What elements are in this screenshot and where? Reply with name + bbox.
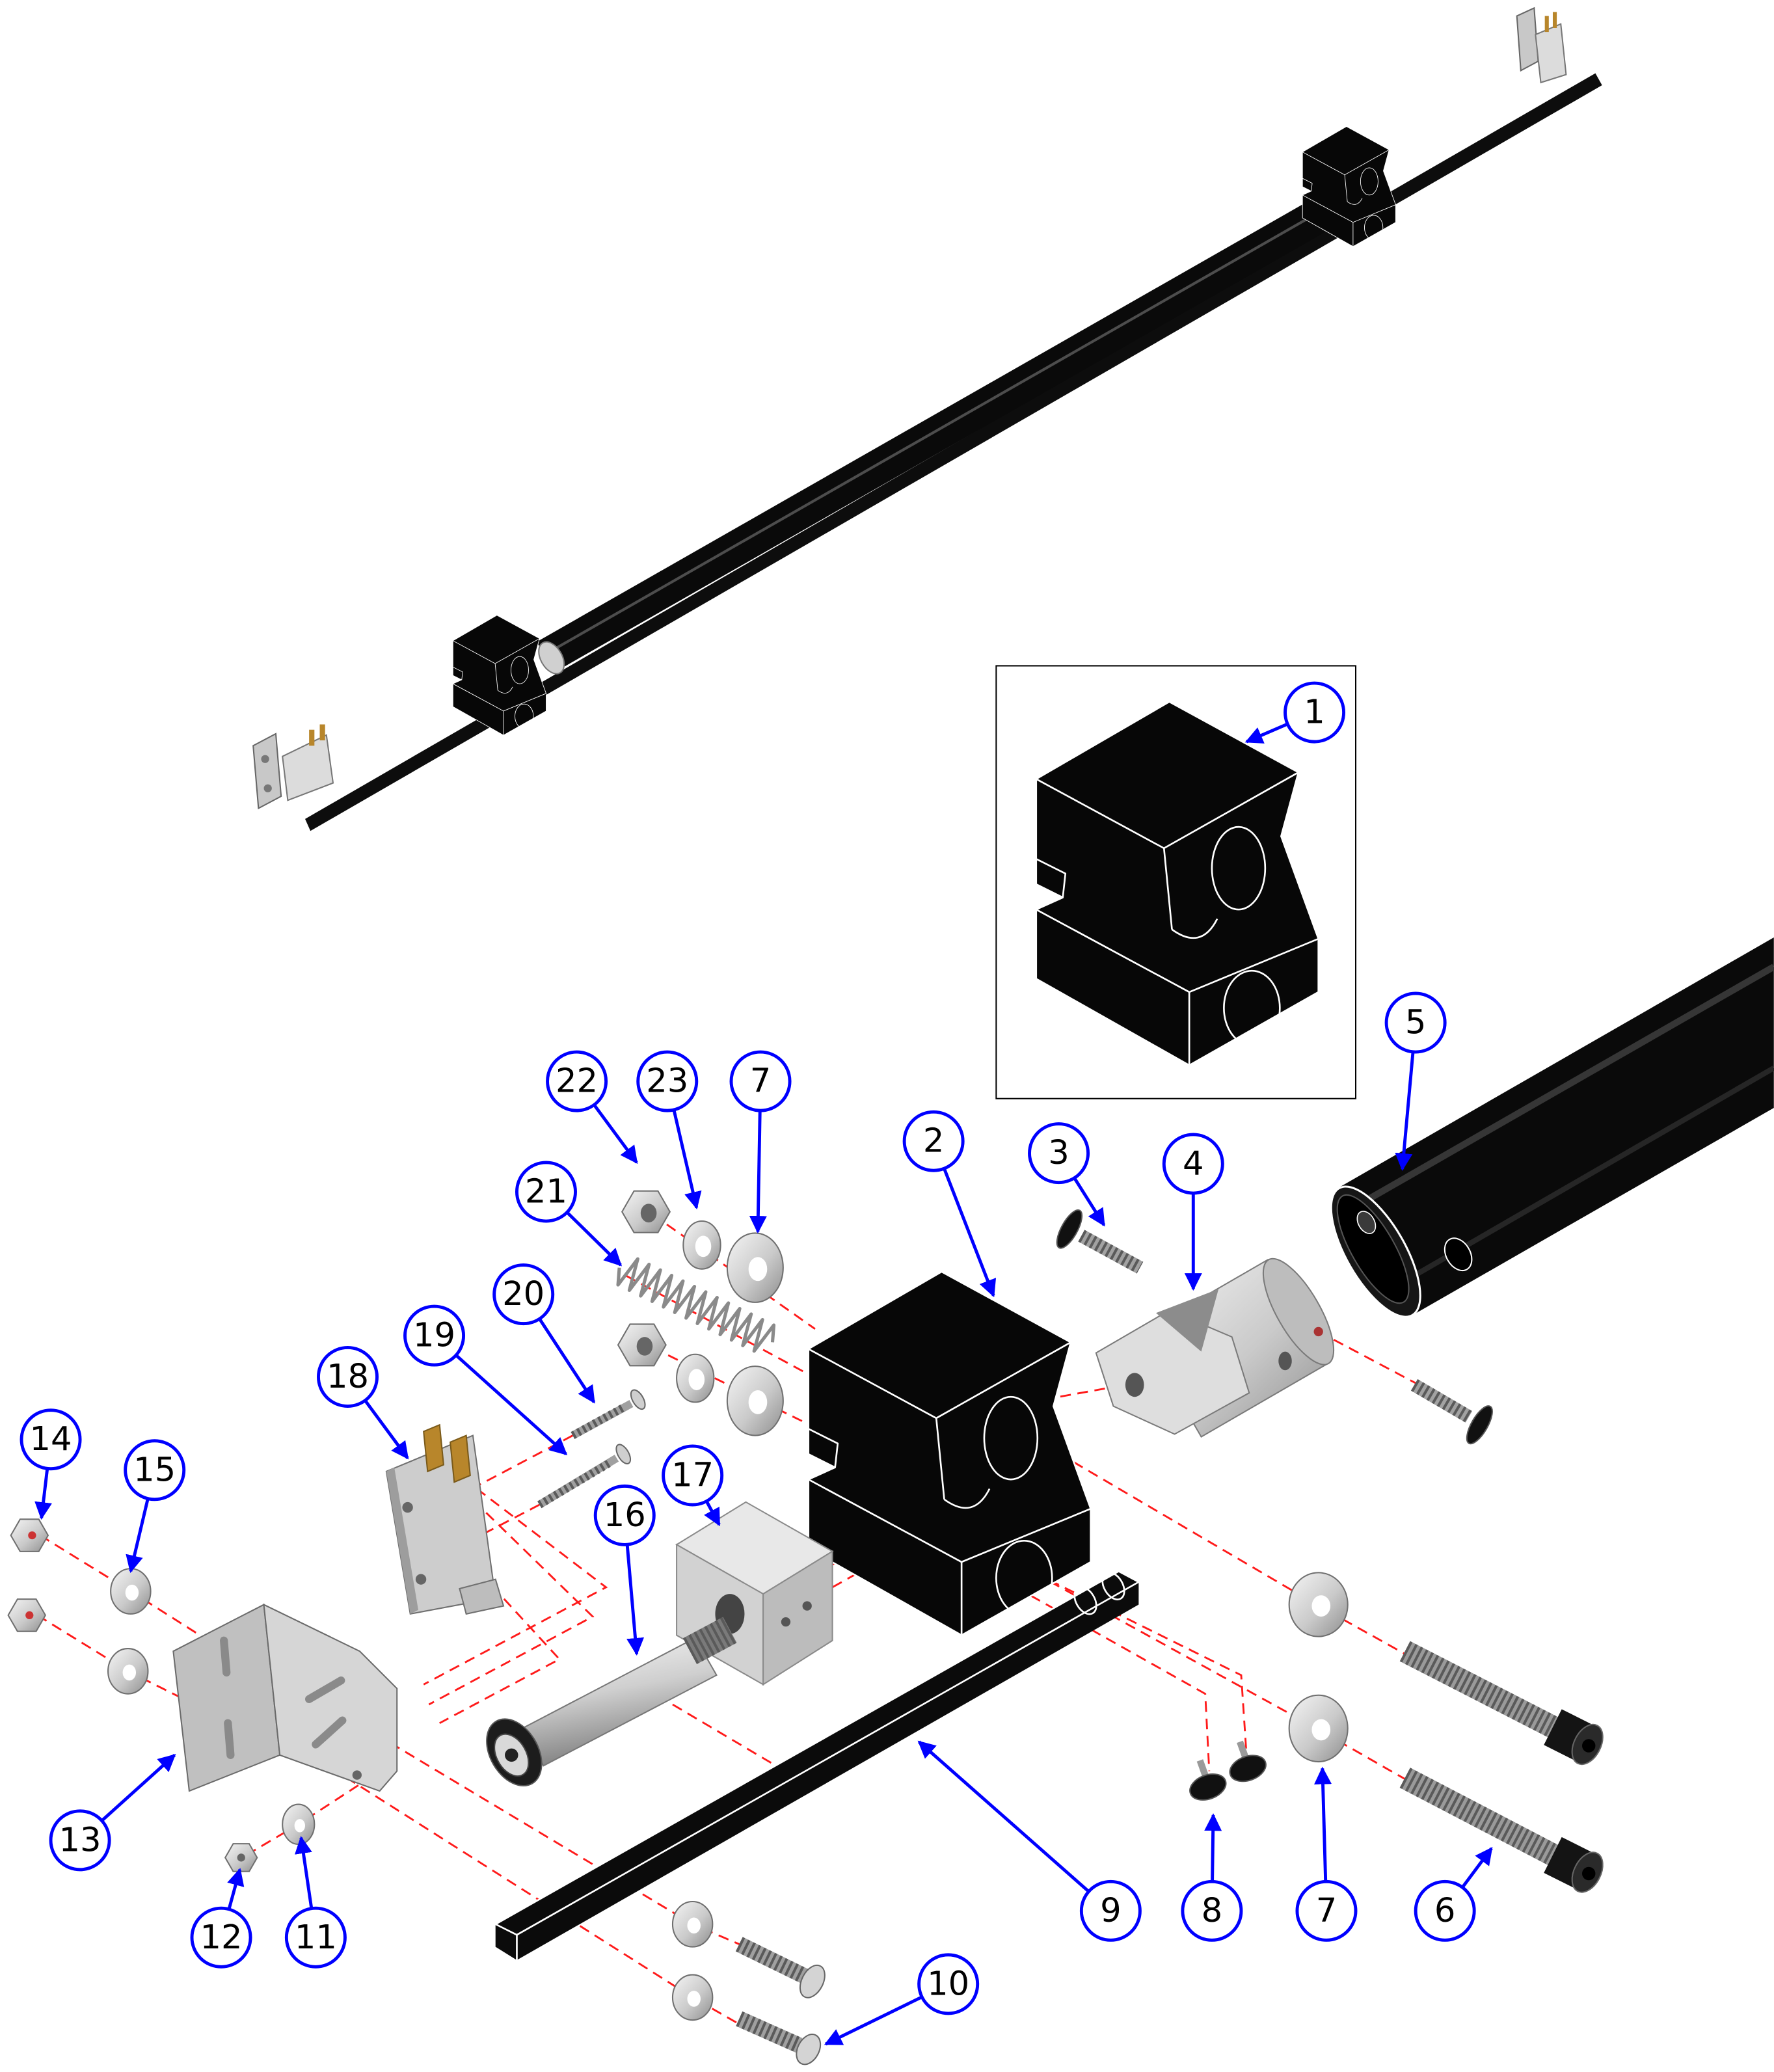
- part-8-flat-head-screw-b: [1229, 1740, 1267, 1783]
- callout-number: 23: [646, 1062, 688, 1101]
- part-13-mounting-bracket: [172, 1603, 398, 1792]
- part-12-nut: [224, 1843, 258, 1872]
- callout-balloon: 16: [593, 1484, 656, 1656]
- part-2-clamp-block: [807, 1271, 1092, 1636]
- callout-number: 22: [556, 1062, 598, 1101]
- overview-flat-bar: [304, 73, 1602, 831]
- callout-balloon: 19: [403, 1304, 568, 1456]
- callout-balloon: 22: [546, 1050, 638, 1164]
- part-11-washer: [282, 1803, 316, 1846]
- callout-number: 7: [750, 1062, 772, 1101]
- callout-number: 1: [1304, 693, 1325, 732]
- part-7-flat-washer-lower-right: [1288, 1694, 1349, 1763]
- part-10-washer-upper: [671, 1900, 714, 1948]
- callout-balloon: 10: [824, 1953, 980, 2046]
- part-23-lock-washer-lower: [676, 1353, 715, 1403]
- part-4-tube-insert: [1095, 1258, 1335, 1438]
- callout-balloon: 11: [284, 1836, 347, 1969]
- callout-balloon: 2: [902, 1110, 997, 1298]
- overview-tube: [537, 193, 1343, 675]
- callout-balloon: 1: [1244, 681, 1346, 744]
- callout-balloon: 5: [1384, 991, 1447, 1171]
- callout-balloon: 6: [1414, 1846, 1493, 1942]
- part-7-flat-washer-upper-right: [1288, 1572, 1349, 1637]
- part-7-flat-washer-upper: [726, 1232, 784, 1303]
- callout-balloon: 9: [917, 1740, 1142, 1942]
- callout-balloon: 21: [515, 1161, 623, 1267]
- part-5-tube: [1330, 937, 1774, 1318]
- callout-balloon: 12: [190, 1868, 252, 1969]
- callout-balloon: 4: [1162, 1133, 1224, 1291]
- part-10-washer-lower: [671, 1974, 714, 2021]
- callout-number: 20: [502, 1275, 544, 1313]
- callout-number: 6: [1434, 1892, 1456, 1930]
- callout-number: 11: [295, 1918, 337, 1957]
- callouts: 1 5 22 23 7 2 3: [20, 681, 1493, 2046]
- callout-number: 3: [1048, 1134, 1069, 1172]
- callout-balloon: 13: [49, 1754, 176, 1872]
- callout-number: 21: [525, 1172, 567, 1211]
- callout-number: 10: [927, 1965, 969, 2003]
- callout-number: 19: [413, 1317, 455, 1355]
- part-20-machine-screw: [571, 1389, 646, 1439]
- callout-number: 7: [1316, 1892, 1337, 1930]
- callout-balloon: 7: [729, 1050, 792, 1234]
- part-18-micro-switch: [385, 1423, 505, 1615]
- assembled-overview: [252, 7, 1602, 831]
- callout-balloon: 8: [1181, 1813, 1243, 1942]
- overview-switch-left: [252, 724, 334, 810]
- callout-number: 4: [1183, 1145, 1204, 1183]
- callout-number: 9: [1100, 1892, 1122, 1930]
- part-14-nut-upper: [10, 1518, 49, 1552]
- callout-number: 17: [671, 1456, 714, 1494]
- callout-number: 16: [604, 1496, 646, 1535]
- callout-balloon: 14: [20, 1408, 82, 1520]
- part-14-nut-lower: [7, 1598, 47, 1632]
- part-15-washer-lower: [107, 1648, 149, 1695]
- overview-switch-right: [1516, 7, 1567, 84]
- detail-inset-frame: [995, 665, 1357, 1099]
- callout-number: 13: [59, 1821, 101, 1859]
- part-9-flat-bar: [494, 1570, 1140, 1961]
- callout-balloon: 17: [662, 1444, 724, 1527]
- part-10-pan-head-screw-upper: [735, 1937, 826, 1998]
- part-23-lock-washer-upper: [682, 1220, 721, 1270]
- callout-number: 5: [1405, 1004, 1427, 1042]
- part-10-pan-head-screw-lower: [736, 2011, 822, 2065]
- part-6-socket-head-screw-lower: [1399, 1768, 1604, 1893]
- callout-number: 14: [29, 1420, 72, 1459]
- callout-balloon: 18: [317, 1346, 409, 1460]
- callout-number: 8: [1202, 1892, 1223, 1930]
- part-15-washer-upper: [110, 1568, 152, 1615]
- callout-balloon: 20: [492, 1263, 596, 1404]
- part-1-clamp-block-detail: [1035, 701, 1320, 1066]
- part-22-nut-upper: [621, 1190, 671, 1233]
- part-6-socket-head-screw-upper: [1399, 1641, 1604, 1766]
- part-19-machine-screw: [537, 1444, 632, 1509]
- part-3-countersunk-screw-second: [1410, 1379, 1493, 1445]
- callout-balloon: 15: [124, 1439, 186, 1573]
- callout-number: 2: [923, 1122, 945, 1161]
- overview-clamp-block-left: [452, 615, 546, 736]
- part-7-flat-washer-lower: [726, 1366, 784, 1436]
- part-22-nut-lower: [617, 1323, 667, 1367]
- callout-balloon: 3: [1028, 1122, 1106, 1227]
- part-21-compression-spring: [616, 1257, 776, 1353]
- part-3-countersunk-screw: [1056, 1209, 1144, 1274]
- callout-number: 15: [133, 1451, 176, 1489]
- callout-balloon: 7: [1295, 1766, 1358, 1942]
- callout-number: 12: [200, 1918, 242, 1957]
- callout-number: 18: [327, 1358, 369, 1396]
- callout-balloon: 23: [636, 1050, 702, 1210]
- part-8-flat-head-screw-a: [1189, 1759, 1227, 1801]
- part-16-plunger-pin: [486, 1617, 737, 1787]
